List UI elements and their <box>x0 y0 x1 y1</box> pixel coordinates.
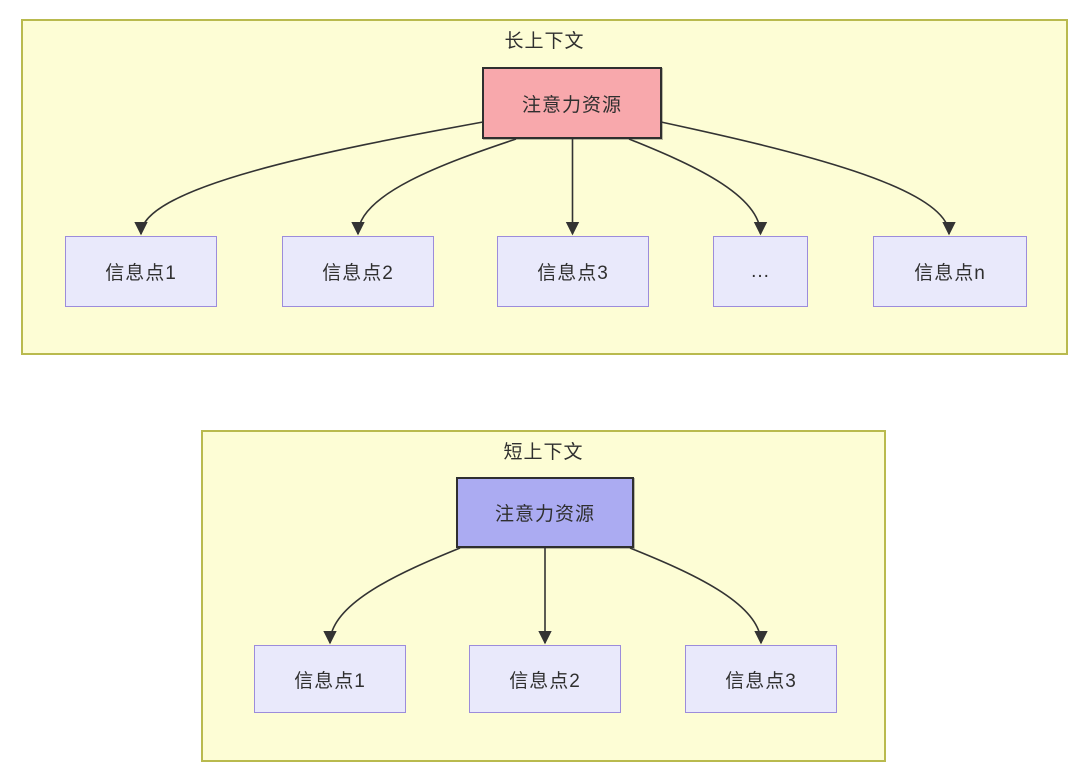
info-node-label: 信息点3 <box>725 670 797 692</box>
attention-resource-label: 注意力资源 <box>521 94 622 116</box>
panel-title-short: 短上下文 <box>503 442 584 463</box>
info-node-label: 信息点3 <box>537 263 609 284</box>
info-node-label: 信息点1 <box>105 263 177 284</box>
attention-resource-label: 注意力资源 <box>494 504 595 525</box>
info-node-short-1: 信息点1 <box>254 645 406 713</box>
panel-title-long: 长上下文 <box>504 31 585 52</box>
info-node-short-2: 信息点2 <box>469 645 621 713</box>
info-node-long-2: 信息点2 <box>282 236 434 307</box>
attention-resource-node-long: 注意力资源 <box>482 67 662 139</box>
info-node-long-n: 信息点n <box>873 236 1027 307</box>
info-node-label: 信息点1 <box>294 670 366 692</box>
info-node-label: 信息点2 <box>322 263 394 284</box>
info-node-short-3: 信息点3 <box>685 645 837 713</box>
info-node-long-1: 信息点1 <box>65 236 217 307</box>
info-node-long-3: 信息点3 <box>497 236 649 307</box>
attention-resource-node-short: 注意力资源 <box>456 477 634 548</box>
info-node-label: 信息点2 <box>509 670 581 692</box>
info-node-label: ... <box>751 260 770 282</box>
info-node-long-ellipsis: ... <box>713 236 808 307</box>
info-node-label: 信息点n <box>914 263 986 284</box>
